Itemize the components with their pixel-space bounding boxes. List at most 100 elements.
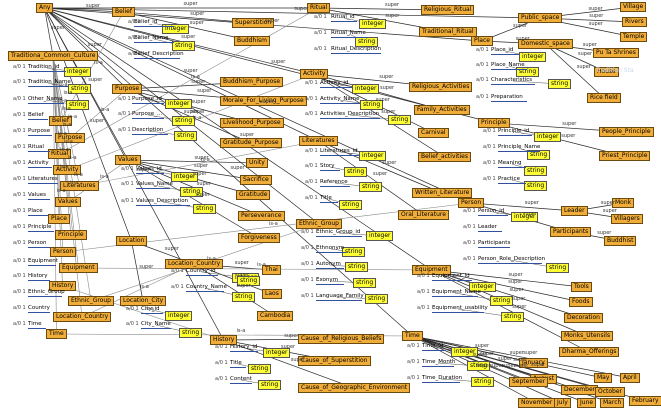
slot-s-activity-desc: Activities_Description — [320, 111, 380, 119]
concept-cause-geographic: Cause_of_Geographic_Environment — [298, 383, 411, 393]
datatype-t-equip-name: string — [490, 296, 514, 306]
slot-s-belief-id: Belief_id — [134, 19, 174, 27]
slot-s-tcc-country: Country — [28, 305, 50, 313]
concept-equipment: Equipment — [412, 265, 451, 275]
concept-house: House — [594, 67, 619, 77]
edge-label: super — [475, 342, 490, 349]
edge-label: super — [509, 350, 524, 356]
slot-s-person-id: Person_id — [478, 208, 508, 216]
edge-label: super — [284, 332, 299, 339]
concept-location-city: Location_City — [120, 296, 167, 306]
slot-s-city-id: City_id — [141, 306, 163, 314]
concept-public-space: Public_space — [518, 13, 563, 23]
concept-superstition: Superstition — [232, 18, 275, 28]
cardinality-label: a/0 1 — [305, 80, 318, 86]
cardinality-label: a/0 1 — [314, 30, 327, 36]
edge-label: super — [259, 98, 274, 105]
cardinality-label: a/0 1 — [128, 19, 141, 25]
slot-s-time-duration: Time_Duration — [422, 375, 463, 383]
cardinality-label: a/0 1 — [13, 258, 26, 264]
edge-label: super — [191, 109, 206, 115]
edge-label: super — [600, 200, 615, 206]
edge-label: is-a — [100, 174, 109, 180]
concept-laos: Laos — [262, 289, 282, 299]
edge-super-sub — [412, 335, 631, 379]
slot-s-person-role: Person_Role_Description — [478, 256, 546, 264]
edge-label: super — [183, 1, 198, 7]
cardinality-label: a/0 1 — [417, 273, 430, 279]
slot-s-place-id: Place_id — [491, 47, 519, 55]
cardinality-label: a/0 1 — [463, 208, 476, 214]
slot-s-ethnic-ethnonym: Ethnonym — [316, 245, 346, 253]
slot-s-person-part: Participants — [478, 240, 511, 248]
edge-label: super — [562, 120, 577, 127]
concept-september: September — [509, 377, 549, 387]
edge-super-sub — [44, 7, 132, 242]
edge-label: is-a — [62, 122, 72, 128]
edge-label: is-a — [59, 164, 69, 170]
concept-tcc-location: Location_Country — [53, 312, 112, 322]
edge-label: super — [561, 132, 576, 139]
edge-label: super — [230, 165, 245, 171]
cardinality-label: a/0 1 — [483, 176, 496, 182]
datatype-t-history-content: string — [258, 380, 282, 390]
concept-ethnic-group: Ethnic_Group — [296, 219, 342, 229]
datatype-t-principle-name: string — [527, 150, 551, 160]
edge-super-sub — [44, 7, 413, 337]
concept-participants: Participants — [550, 227, 592, 237]
edge-super-sub — [131, 240, 144, 302]
edge-label: super — [472, 352, 487, 358]
cardinality-label: a/0 1 — [305, 195, 318, 201]
concept-november: November — [518, 398, 556, 408]
datatype-t-lit-title: string — [339, 200, 363, 210]
concept-place: Place — [471, 36, 493, 46]
concept-carnival: Carnival — [418, 128, 449, 138]
slot-s-tcc-time: Time — [28, 321, 46, 329]
slot-s-tcc-activity: Activity — [28, 160, 52, 168]
concept-values: Values — [115, 155, 141, 165]
edge-label: is-a — [67, 155, 77, 161]
concept-ritual: Ritual — [307, 3, 331, 13]
cardinality-label: a/0 1 — [463, 256, 476, 262]
datatype-t-city-id: integer — [165, 311, 193, 321]
edge-super-sub — [127, 159, 257, 181]
edge-label: super — [139, 264, 154, 270]
edge-label: super — [164, 245, 179, 252]
concept-leader: Leader — [561, 206, 588, 216]
watermark-text: Tradition Sta — [596, 67, 634, 74]
slot-s-belief-name: Belief_Name — [134, 35, 174, 43]
datatype-t-ethnic-exonym: string — [353, 278, 377, 288]
cardinality-label: a/0 1 — [121, 181, 134, 187]
edge-label: super — [191, 99, 206, 105]
edge-label: super — [524, 200, 539, 206]
concept-tcc-ethnic: Ethnic_Group — [68, 296, 114, 306]
cardinality-label: a/0 1 — [305, 179, 318, 185]
concept-principle: Principle — [478, 118, 510, 128]
edge-super-sub — [44, 7, 224, 341]
cardinality-label: a/0 1 — [301, 293, 314, 299]
datatype-t-principle-practice: string — [524, 181, 548, 191]
cardinality-label: a/0 1 — [13, 112, 26, 118]
edge-super-sub — [431, 269, 584, 319]
edge-super-sub — [412, 335, 604, 379]
edge-label: is-a — [58, 98, 68, 104]
concept-belief: Belief — [112, 7, 135, 17]
slot-s-purpose-desc: Description — [132, 127, 168, 135]
datatype-t-country-name: string — [232, 292, 256, 302]
slot-s-tcc-principle: Principle — [28, 224, 54, 232]
slot-s-country-name: Country_Name — [186, 284, 227, 292]
slot-s-tcc-lit: Literatures — [28, 176, 58, 184]
concept-rice-field: Rice field — [587, 93, 621, 103]
cardinality-label: a/0 1 — [118, 96, 131, 102]
edge-label: super — [373, 171, 388, 177]
edge-isa — [78, 267, 432, 271]
edge-label: is-a — [58, 81, 68, 88]
edge-super-sub — [318, 140, 424, 216]
slot-s-history-title: Title — [230, 360, 246, 368]
slot-s-principle-meaning: Meaning — [498, 160, 526, 168]
slot-s-equip-usability: Equipment_usability — [432, 305, 488, 313]
concept-traditional-ritual: Traditional_Ritual — [419, 27, 477, 37]
datatype-t-city-name: string — [179, 328, 203, 338]
cardinality-label: a/0 1 — [417, 305, 430, 311]
datatype-t-place-char: string — [548, 79, 572, 89]
